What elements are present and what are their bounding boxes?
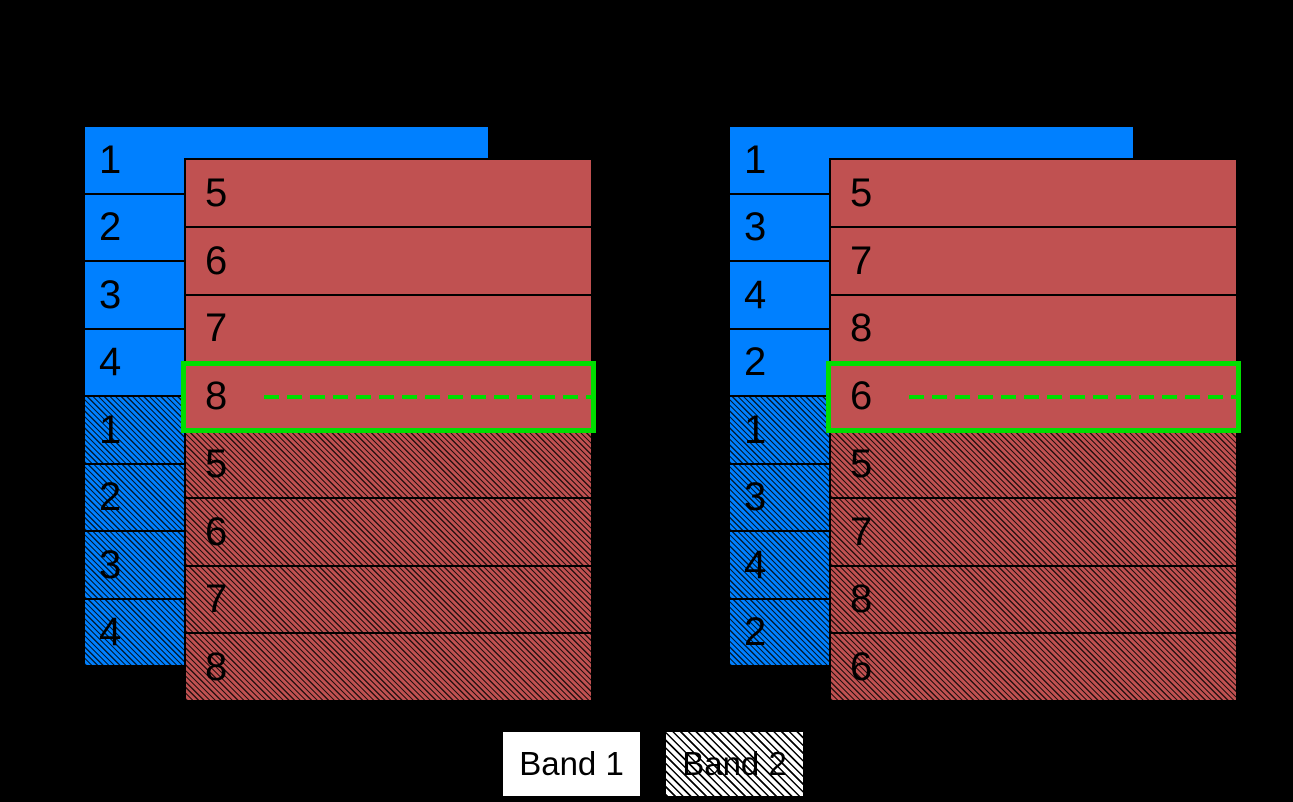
- red-line-cell: 6: [186, 228, 591, 296]
- left-highlight-dashed-line: [264, 395, 591, 399]
- legend-band2-label: Band 2: [682, 745, 787, 782]
- legend-band2-swatch: Band 2: [666, 732, 803, 796]
- red-line-cell-hatched: 7: [831, 498, 1236, 567]
- legend-band1-label: Band 1: [519, 745, 624, 782]
- red-line-cell: 8: [831, 296, 1236, 364]
- red-line-cell-hatched: 7: [186, 566, 591, 635]
- left-panel: 1 2 3 4 1 2 3 4 5 6 7 8 5 6 7 8: [83, 125, 596, 703]
- red-line-cell-hatched: 8: [186, 634, 591, 700]
- red-line-cell: 7: [186, 296, 591, 364]
- legend-band1-swatch: Band 1: [503, 732, 640, 796]
- right-highlight-outline: [826, 361, 1241, 433]
- red-line-cell: 5: [831, 160, 1236, 228]
- red-line-cell-hatched: 5: [186, 431, 591, 499]
- red-line-cell: 7: [831, 228, 1236, 296]
- left-highlight-outline: [181, 361, 596, 433]
- red-line-cell-hatched: 6: [186, 498, 591, 567]
- right-panel: 1 3 4 2 1 3 4 2 5 7 8 6 5 7 8 6: [728, 125, 1241, 703]
- red-line-cell-hatched: 8: [831, 566, 1236, 635]
- right-highlight-dashed-line: [909, 395, 1236, 399]
- red-line-cell-hatched: 6: [831, 634, 1236, 700]
- red-line-cell-hatched: 5: [831, 431, 1236, 499]
- red-line-cell: 5: [186, 160, 591, 228]
